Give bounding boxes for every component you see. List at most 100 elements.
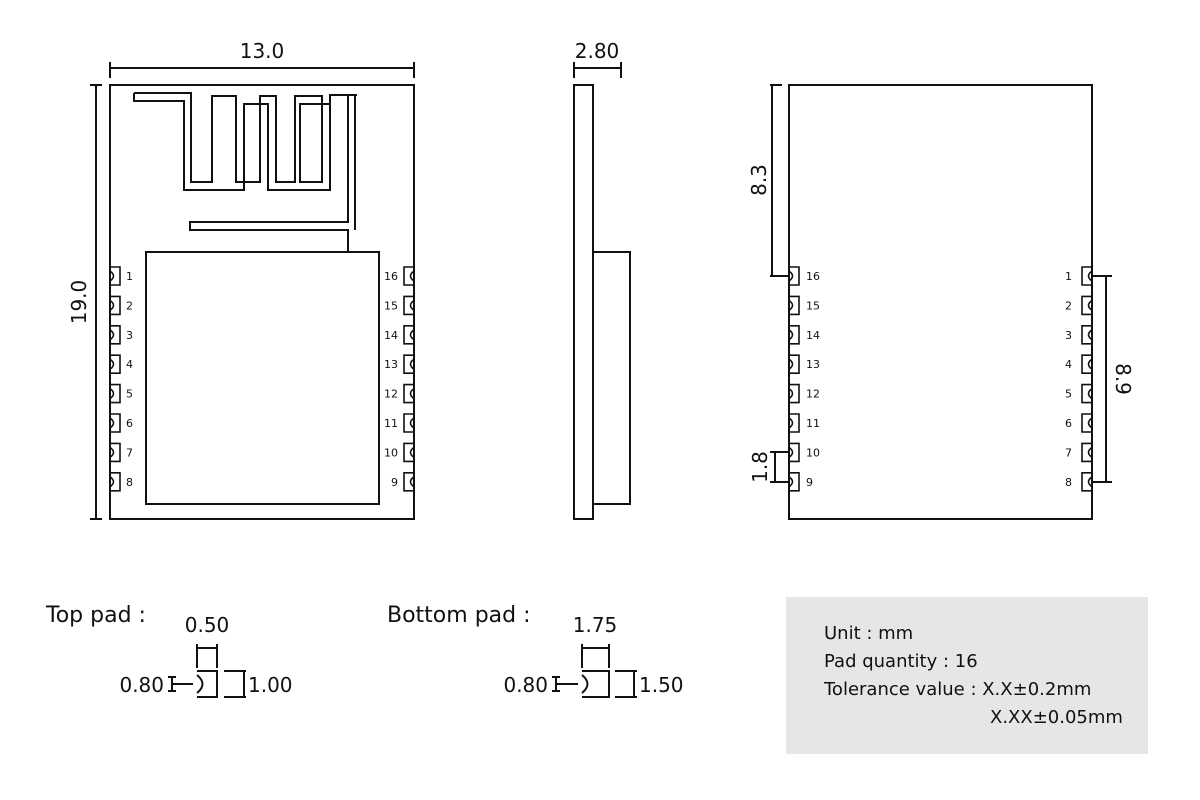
top-view-pad-left (109, 354, 121, 374)
bottom-pad-shape (582, 670, 610, 698)
pin-number: 11 (384, 417, 398, 430)
bottom-view-pad-left (788, 266, 800, 286)
top-view (90, 62, 415, 520)
bottom-view-pad-right (1081, 413, 1093, 433)
top-view-pad-left (109, 383, 121, 404)
top-view-pad-right (403, 354, 415, 374)
top-view-pad-left (109, 413, 121, 433)
top-pad-detail (168, 644, 246, 698)
offset-label: 8.3 (747, 164, 771, 196)
top-pad-right-dim (224, 670, 246, 698)
pin-number: 1 (126, 270, 133, 283)
width-label: 13.0 (240, 39, 285, 63)
tolerance-text-2: X.XX±0.05mm (990, 707, 1123, 728)
side-view (573, 62, 631, 520)
pad-quantity-text: Pad quantity : 16 (824, 651, 978, 672)
pin-number: 8 (126, 476, 133, 489)
bottom-pad-right-dim (615, 670, 637, 698)
top-view-pad-right (403, 383, 415, 404)
top-view-right-pin-numbers: 16 15 14 13 12 11 10 9 (384, 270, 398, 489)
side-pcb (573, 84, 594, 520)
bottom-view-left-pads (788, 266, 800, 492)
top-pad-label: Top pad : (45, 603, 146, 628)
pin-number: 12 (384, 388, 398, 401)
bottom-view-pad-left (788, 354, 800, 374)
bottom-view-pad-right (1081, 266, 1093, 286)
pin-number: 4 (1065, 358, 1072, 371)
span-label: 8.9 (1111, 363, 1135, 395)
top-pad-right-value: 1.00 (248, 673, 293, 697)
bottom-view (770, 84, 1112, 520)
pin-number: 10 (384, 446, 398, 459)
pin-number: 11 (806, 417, 820, 430)
bottom-view-pad-right (1081, 354, 1093, 374)
top-view-pad-left (109, 266, 121, 286)
bottom-view-right-pin-numbers: 1 2 3 4 5 6 7 8 (1065, 270, 1072, 489)
antenna-trace (133, 92, 357, 253)
height-label: 19.0 (67, 280, 91, 325)
bottom-pad-detail (552, 644, 637, 698)
pin-number: 5 (126, 388, 133, 401)
pin-number: 6 (1065, 417, 1072, 430)
bottom-view-pad-right (1081, 383, 1093, 404)
unit-text: Unit : mm (824, 623, 914, 644)
bottom-view-pad-right (1081, 325, 1093, 345)
top-view-pad-right (403, 266, 415, 286)
pin-number: 3 (1065, 329, 1072, 342)
pin-number: 7 (126, 446, 133, 459)
bottom-view-pad-right (1081, 472, 1093, 492)
shield-can (145, 251, 380, 505)
pin-number: 1 (1065, 270, 1072, 283)
tolerance-text: Tolerance value : X.X±0.2mm (824, 679, 1092, 700)
pin-number: 8 (1065, 476, 1072, 489)
pin-number: 6 (126, 417, 133, 430)
pin-number: 7 (1065, 446, 1072, 459)
pin-number: 4 (126, 358, 133, 371)
bottom-view-pad-left (788, 442, 800, 463)
pin-number: 14 (384, 329, 398, 342)
pin-number: 14 (806, 329, 820, 342)
module-outline (109, 84, 415, 520)
pin-number: 5 (1065, 388, 1072, 401)
pin-number: 2 (1065, 299, 1072, 312)
bottom-view-right-pads (1081, 266, 1093, 492)
top-view-pad-left (109, 472, 121, 492)
top-view-pad-right (403, 442, 415, 463)
bottom-pad-left-dim (552, 676, 578, 692)
bottom-pad-right-value: 1.50 (639, 673, 684, 697)
pin-number: 15 (806, 299, 820, 312)
top-view-pad-right (403, 472, 415, 492)
pin-number: 9 (806, 476, 813, 489)
bottom-view-pad-right (1081, 442, 1093, 463)
info-box: Unit : mm Pad quantity : 16 Tolerance va… (786, 597, 1148, 754)
bottom-pad-halfhole (581, 674, 589, 694)
top-pad-width-value: 0.50 (185, 613, 230, 637)
bottom-pad-width-value: 1.75 (573, 613, 618, 637)
bottom-pad-label: Bottom pad : (387, 603, 531, 628)
bottom-view-pad-left (788, 413, 800, 433)
pin-number: 13 (384, 358, 398, 371)
pin-number: 2 (126, 299, 133, 312)
pin-number: 9 (391, 476, 398, 489)
bottom-view-pad-left (788, 325, 800, 345)
pin-number: 10 (806, 446, 820, 459)
pitch-label: 1.8 (748, 451, 772, 483)
top-view-pad-right (403, 325, 415, 345)
pin-number: 13 (806, 358, 820, 371)
top-pad-left-dim (168, 676, 193, 692)
top-view-pad-right (403, 413, 415, 433)
top-pad-shape (197, 670, 218, 698)
top-view-pad-right (403, 295, 415, 316)
top-view-pad-left (109, 442, 121, 463)
bottom-outline (788, 84, 1093, 520)
pin-number: 15 (384, 299, 398, 312)
top-pad-halfhole (196, 674, 204, 694)
pin-number: 16 (384, 270, 398, 283)
bottom-view-pad-right (1081, 295, 1093, 316)
bottom-view-pad-left (788, 472, 800, 492)
pin-number: 12 (806, 388, 820, 401)
